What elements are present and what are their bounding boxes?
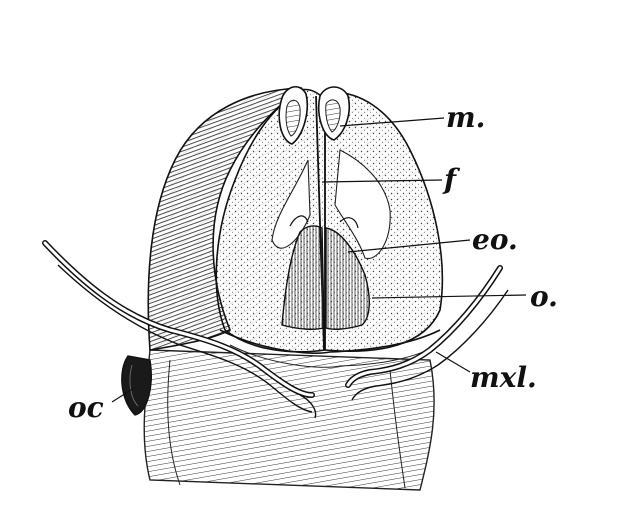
leader-o [371, 294, 527, 299]
maxilla-right [345, 265, 509, 401]
label-o: o. [530, 280, 558, 313]
label-oc: oc [68, 391, 104, 424]
leader-oc [111, 387, 135, 403]
label-m: m. [446, 101, 486, 134]
label-eo: eo. [472, 223, 518, 256]
leader-f [321, 179, 443, 183]
label-f: f [444, 163, 457, 196]
maxilla-left [42, 240, 317, 419]
lower-fold-inner [229, 344, 439, 368]
lower-fold [219, 329, 441, 354]
label-mxl: mxl. [470, 361, 537, 394]
mandibles [278, 86, 350, 145]
leader-mxl [435, 351, 471, 373]
leader-eo [347, 239, 471, 253]
leader-m [339, 117, 445, 127]
left-body [147, 87, 303, 351]
leader-lines [111, 117, 527, 403]
ocellus [121, 355, 152, 416]
labrum [281, 215, 370, 330]
